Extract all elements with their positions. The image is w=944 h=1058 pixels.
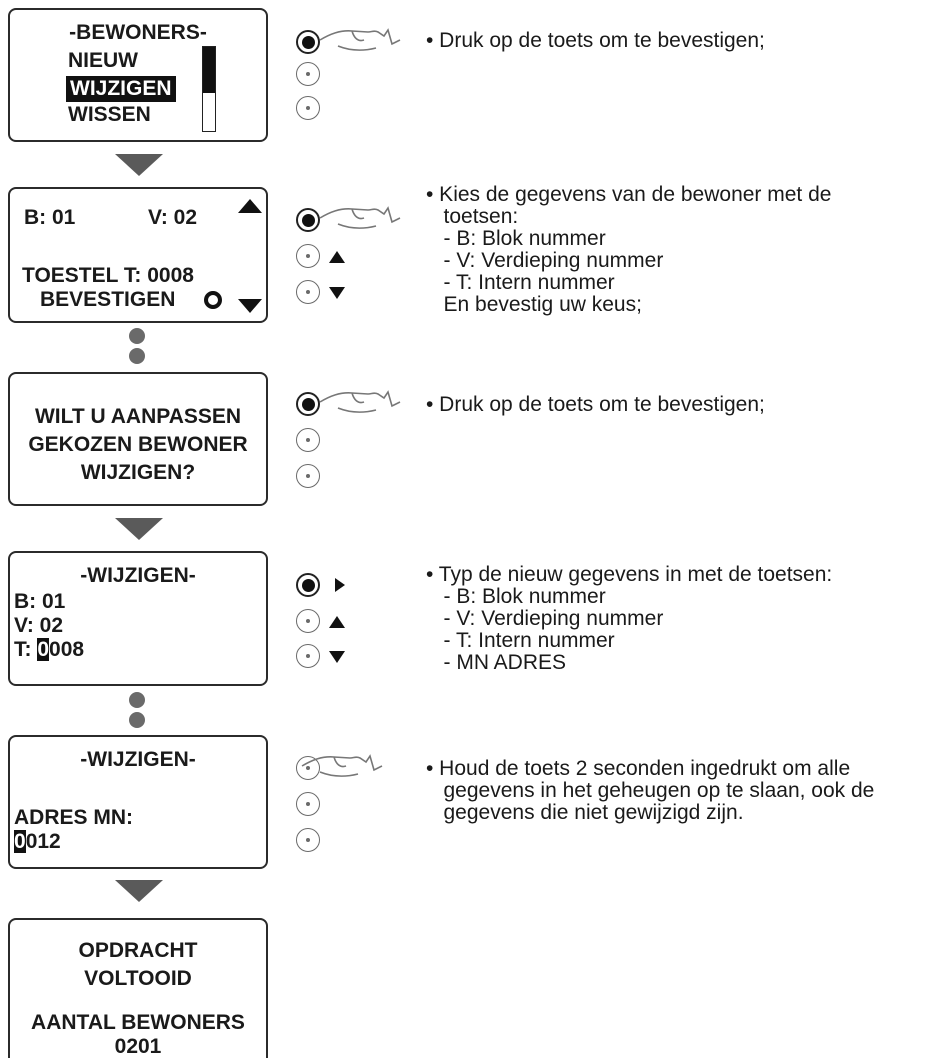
- confirm-label: BEVESTIGEN: [40, 288, 176, 311]
- keypad-button-middle[interactable]: [296, 62, 320, 86]
- instruction-line: • Druk op de toets om te bevestigen;: [426, 393, 765, 416]
- flow-dot: [129, 348, 145, 364]
- instruction-5: • Houd de toets 2 seconden ingedrukt om …: [426, 758, 874, 824]
- question-line-2: GEKOZEN BEWONER: [28, 433, 248, 456]
- edit-cursor: 0: [37, 638, 50, 661]
- instruction-line: toetsen:: [426, 205, 519, 228]
- edit-title: -WIJZIGEN-: [80, 564, 196, 587]
- instruction-line: - MN ADRES: [426, 651, 567, 674]
- menu-item-wijzigen-selected: WIJZIGEN: [66, 76, 176, 102]
- pointing-hand-icon: [301, 754, 383, 777]
- pointing-hand-icon: [319, 206, 401, 229]
- menu-item-wissen: WISSEN: [68, 103, 151, 126]
- keypad-button-middle[interactable]: [296, 792, 320, 816]
- pointing-hand-icon: [319, 28, 401, 51]
- instruction-4: • Typ de nieuw gegevens in met de toetse…: [426, 564, 832, 674]
- arrow-down-icon: [238, 299, 262, 313]
- lcd-screen-done: OPDRACHT VOLTOOID AANTAL BEWONERS 0201: [8, 918, 268, 1058]
- flow-arrow-down: [115, 518, 163, 540]
- block-value: B: 01: [24, 206, 76, 229]
- edit-device: T: 0008: [14, 638, 85, 661]
- edit-device-label: T:: [14, 638, 38, 661]
- instruction-line: - B: Blok nummer: [426, 585, 606, 608]
- instruction-line: gegevens die niet gewijzigd zijn.: [426, 801, 744, 824]
- done-line-2: VOLTOOID: [84, 967, 192, 990]
- keypad-button-middle[interactable]: [296, 244, 320, 268]
- arrow-down-icon: [329, 287, 345, 299]
- instruction-line: - B: Blok nummer: [426, 227, 606, 250]
- instruction-line: - V: Verdieping nummer: [426, 249, 664, 272]
- flow-dot: [129, 328, 145, 344]
- instruction-line: - V: Verdieping nummer: [426, 607, 664, 630]
- question-line-3: WIJZIGEN?: [80, 461, 196, 484]
- edit-device-rest: 008: [49, 638, 85, 661]
- menu-scrollbar: [202, 46, 216, 132]
- pointing-hand-icon: [319, 390, 401, 413]
- lcd-screen-edit-data: -WIJZIGEN- B: 01 V: 02 T: 0008: [8, 551, 268, 686]
- arrow-up-icon: [329, 251, 345, 263]
- arrow-up-icon: [329, 616, 345, 628]
- flow-arrow-down: [115, 154, 163, 176]
- address-rest: 012: [25, 830, 61, 853]
- keypad-button-bottom[interactable]: [296, 828, 320, 852]
- keypad-button-top[interactable]: [296, 30, 320, 54]
- arrow-right-icon: [335, 578, 345, 592]
- confirm-ring-icon: [204, 291, 222, 309]
- arrow-up-icon: [238, 199, 262, 213]
- done-line-3: AANTAL BEWONERS: [31, 1011, 245, 1034]
- lcd-screen-bewoners-menu: -BEWONERS- NIEUW WIJZIGEN WISSEN: [8, 8, 268, 142]
- edit-floor: V: 02: [14, 614, 64, 637]
- instruction-line: - T: Intern nummer: [426, 629, 615, 652]
- edit-block: B: 01: [14, 590, 66, 613]
- question-line-1: WILT U AANPASSEN: [34, 405, 242, 428]
- address-cursor: 0: [14, 830, 26, 853]
- lcd-screen-edit-address: -WIJZIGEN- ADRES MN: 0012: [8, 735, 268, 869]
- address-label: ADRES MN:: [14, 806, 133, 829]
- menu-scrollbar-thumb: [203, 47, 215, 93]
- address-title: -WIJZIGEN-: [80, 748, 196, 771]
- keypad-button-top[interactable]: [296, 573, 320, 597]
- device-value: TOESTEL T: 0008: [22, 264, 194, 287]
- instruction-line: En bevestig uw keus;: [426, 293, 642, 316]
- keypad-button-top[interactable]: [296, 208, 320, 232]
- instruction-line: • Houd de toets 2 seconden ingedrukt om …: [426, 757, 851, 780]
- keypad-button-top[interactable]: [296, 392, 320, 416]
- keypad-button-bottom[interactable]: [296, 280, 320, 304]
- instruction-line: • Druk op de toets om te bevestigen;: [426, 29, 765, 52]
- instruction-line: gegevens in het geheugen op te slaan, oo…: [426, 779, 875, 802]
- keypad-button-middle[interactable]: [296, 428, 320, 452]
- done-line-1: OPDRACHT: [78, 939, 198, 962]
- done-line-4: 0201: [114, 1035, 162, 1058]
- flow-dot: [129, 712, 145, 728]
- menu-item-nieuw: NIEUW: [68, 49, 138, 72]
- instruction-2: • Kies de gegevens van de bewoner met de…: [426, 184, 831, 316]
- keypad-button-bottom[interactable]: [296, 96, 320, 120]
- instruction-line: - T: Intern nummer: [426, 271, 615, 294]
- keypad-button-bottom[interactable]: [296, 464, 320, 488]
- instruction-line: • Kies de gegevens van de bewoner met de: [426, 183, 832, 206]
- floor-value: V: 02: [148, 206, 198, 229]
- instruction-3: • Druk op de toets om te bevestigen;: [426, 394, 765, 416]
- instruction-line: • Typ de nieuw gegevens in met de toetse…: [426, 563, 833, 586]
- instruction-1: • Druk op de toets om te bevestigen;: [426, 30, 765, 52]
- flow-dot: [129, 692, 145, 708]
- arrow-down-icon: [329, 651, 345, 663]
- lcd-screen-confirm-question: WILT U AANPASSEN GEKOZEN BEWONER WIJZIGE…: [8, 372, 268, 506]
- address-value: 0012: [14, 830, 61, 853]
- menu-title: -BEWONERS-: [69, 21, 207, 44]
- keypad-button-middle[interactable]: [296, 609, 320, 633]
- keypad-button-bottom[interactable]: [296, 644, 320, 668]
- lcd-screen-select-resident: B: 01 V: 02 TOESTEL T: 0008 BEVESTIGEN: [8, 187, 268, 323]
- flow-arrow-down: [115, 880, 163, 902]
